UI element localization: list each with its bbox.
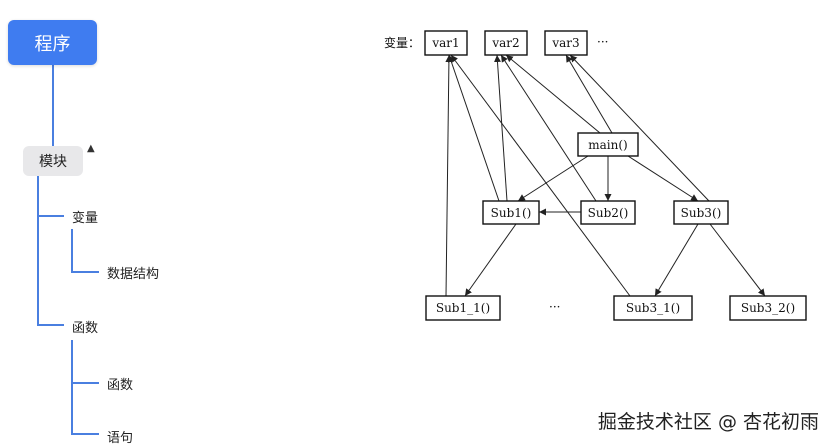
edge-sub1_1-to-var1	[445, 54, 453, 297]
edge-sub1-to-var1	[447, 54, 500, 202]
sub-function-connector	[71, 382, 99, 384]
variable-sub-trunk	[71, 229, 73, 273]
edges	[445, 54, 766, 297]
var1-label: var1	[431, 36, 459, 50]
sub2-label: Sub2()	[588, 206, 629, 220]
vars-ellipsis: ···	[597, 35, 608, 49]
sub3-box: Sub3()	[673, 200, 729, 225]
sub3_2-box: Sub3_2()	[729, 295, 807, 321]
root-node-program[interactable]: 程序	[8, 20, 97, 65]
edge-main-to-var2	[505, 54, 601, 134]
leaf-ellipsis: ···	[549, 300, 560, 314]
root-to-module-connector	[52, 65, 54, 146]
sub1_1-label: Sub1_1()	[436, 301, 490, 315]
edge-sub3_1-to-var1	[450, 54, 631, 297]
edge-sub2-to-var2	[500, 54, 597, 202]
var2-label: var2	[491, 36, 519, 50]
sub3-label: Sub3()	[681, 206, 722, 220]
sub1_1-box: Sub1_1()	[425, 295, 501, 321]
var2-box: var2	[484, 30, 528, 56]
variable-branch-connector	[37, 215, 64, 217]
edge-sub3-to-var3	[569, 54, 710, 202]
sub2-box: Sub2()	[580, 200, 636, 225]
edge-main-to-var3	[565, 54, 613, 134]
module-node[interactable]: 模块	[23, 146, 83, 176]
sub3_2-label: Sub3_2()	[741, 301, 795, 315]
var1-box: var1	[424, 30, 468, 56]
main-label: main()	[588, 138, 627, 152]
sub3_1-box: Sub3_1()	[613, 295, 693, 321]
function-sub-trunk	[71, 340, 73, 435]
mouse-cursor-icon: ▲	[87, 143, 95, 154]
sub3_1-label: Sub3_1()	[626, 301, 680, 315]
edge-sub3-to-sub3_2	[709, 223, 766, 297]
function-branch-connector	[37, 324, 64, 326]
sub-function-node[interactable]: 函数	[107, 378, 134, 393]
function-node[interactable]: 函数	[72, 321, 99, 336]
statement-node[interactable]: 语句	[107, 431, 134, 446]
edge-main-to-sub3	[627, 155, 699, 202]
var3-box: var3	[544, 30, 588, 56]
edge-main-to-sub1	[517, 155, 589, 202]
edge-sub3-to-sub3_1	[654, 223, 699, 297]
variable-label: 变量：	[384, 35, 420, 50]
statement-connector	[71, 433, 99, 435]
variable-node[interactable]: 变量	[72, 211, 99, 226]
data-structure-connector	[71, 271, 99, 273]
module-trunk-connector	[37, 176, 39, 324]
edge-sub1-to-var2	[493, 54, 508, 202]
var3-label: var3	[551, 36, 579, 50]
main-box: main()	[577, 132, 639, 157]
watermark-text: 掘金技术社区 @ 杏花初雨	[597, 411, 819, 433]
data-structure-node[interactable]: 数据结构	[107, 267, 160, 282]
edge-sub1-to-sub1_1	[464, 223, 517, 297]
sub1-box: Sub1()	[482, 200, 540, 225]
sub1-label: Sub1()	[491, 206, 532, 220]
